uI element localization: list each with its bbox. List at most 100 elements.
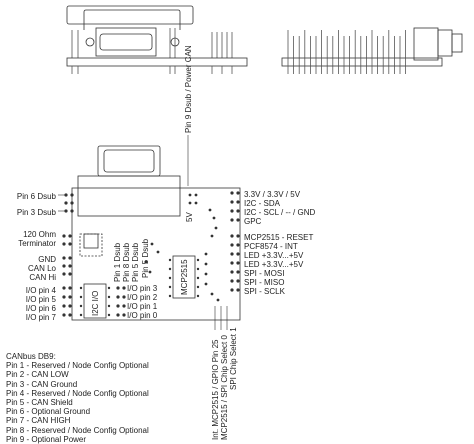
- pin-pad: [236, 234, 240, 238]
- pin-pad: [70, 193, 74, 197]
- pin-pad: [68, 304, 72, 308]
- pin-pad: [236, 218, 240, 222]
- pin-pad: [64, 201, 68, 205]
- leader-lines: [58, 135, 228, 330]
- label-pin6-dsub: Pin 6 Dsub: [16, 192, 56, 201]
- label-can-hi: CAN Hi: [29, 273, 56, 282]
- pin-pad: [216, 298, 220, 302]
- pin-pad: [196, 285, 200, 289]
- pin-dots: [62, 191, 240, 317]
- pin-pad: [107, 313, 111, 317]
- pin-pad: [62, 256, 66, 260]
- pin-pad: [148, 270, 152, 274]
- pin-pad: [196, 294, 200, 298]
- legend-line: Pin 1 - Reserved / Node Config Optional: [6, 361, 149, 371]
- label-io3: I/O pin 3: [127, 284, 158, 293]
- label-sclk: SPI - SCLK: [244, 287, 285, 296]
- pin-pad: [68, 264, 72, 268]
- pin-pad: [230, 270, 234, 274]
- label-pin9-power-can: Pin 9 Dsub / Power CAN: [184, 45, 193, 133]
- pin-pad: [208, 208, 212, 212]
- pin-pad: [79, 313, 83, 317]
- pin-pad: [62, 234, 66, 238]
- pin-pad: [122, 313, 126, 317]
- label-int-gpio25: Int. MCP2515 / GPIO Pin 25: [211, 339, 220, 441]
- pin-pad: [196, 276, 200, 280]
- label-io7: I/O pin 7: [25, 313, 56, 322]
- pin-pad: [230, 234, 234, 238]
- pin-pad: [107, 295, 111, 299]
- label-mcp2515-chip: MCP2515: [180, 259, 189, 295]
- pin-pad: [236, 261, 240, 265]
- label-io1: I/O pin 1: [127, 302, 158, 311]
- pin-pad: [194, 193, 198, 197]
- pin-pad: [168, 267, 172, 271]
- pin-pad: [230, 288, 234, 292]
- label-120-ohm: 120 Ohm: [23, 230, 56, 239]
- pin-pad: [230, 209, 234, 213]
- pin-pad: [236, 279, 240, 283]
- label-gpc: GPC: [244, 217, 262, 226]
- pin-pad: [212, 216, 216, 220]
- pin-pad: [188, 201, 192, 205]
- pin-pad: [168, 294, 172, 298]
- pin-pad: [62, 295, 66, 299]
- legend-line: Pin 7 - CAN HIGH: [6, 416, 71, 426]
- legend-line: Pin 2 - CAN LOW: [6, 370, 69, 380]
- label-io6: I/O pin 6: [25, 304, 56, 313]
- pin-pad: [188, 193, 192, 197]
- label-io2: I/O pin 2: [127, 293, 158, 302]
- label-pin3-dsub: Pin 3 Dsub: [16, 208, 56, 217]
- pin-pad: [70, 201, 74, 205]
- pin-pad: [230, 191, 234, 195]
- top-view: [71, 145, 241, 321]
- pin-pad: [150, 242, 154, 246]
- pin-pad: [144, 260, 148, 264]
- db9-legend: CANbus DB9: Pin 1 - Reserved / Node Conf…: [6, 352, 149, 444]
- pin-pad: [68, 256, 72, 260]
- legend-title: CANbus DB9:: [6, 352, 56, 361]
- pin-pad: [236, 200, 240, 204]
- pin-pad: [116, 295, 120, 299]
- pin-pad: [62, 242, 66, 246]
- pin-pad: [68, 272, 72, 276]
- label-can-lo: CAN Lo: [27, 264, 56, 273]
- legend-line: Pin 6 - Optional Ground: [6, 407, 91, 417]
- label-io5: I/O pin 5: [25, 295, 56, 304]
- pin-pad: [116, 304, 120, 308]
- pin-pad: [62, 264, 66, 268]
- label-gnd: GND: [38, 255, 56, 264]
- pin-pad: [68, 242, 72, 246]
- label-power: 3.3V / 3.3V / 5V: [244, 190, 301, 199]
- label-reset: MCP2515 - RESET: [244, 233, 314, 242]
- pin-pad: [230, 200, 234, 204]
- pin-pad: [122, 286, 126, 290]
- label-spi-cs0: MCP2515 / SPI Chip Select 0: [220, 335, 229, 440]
- pin-pad: [107, 304, 111, 308]
- pin-pad: [79, 295, 83, 299]
- pin-pad: [62, 272, 66, 276]
- pin-pad: [230, 279, 234, 283]
- pin-pad: [236, 209, 240, 213]
- pin-pad: [210, 234, 214, 238]
- legend-line: Pin 3 - CAN Ground: [6, 379, 78, 389]
- pin-pad: [230, 252, 234, 256]
- pin-pad: [210, 292, 214, 296]
- pin-pad: [236, 243, 240, 247]
- pin-pad: [168, 276, 172, 280]
- label-mosi: SPI - MOSI: [244, 269, 285, 278]
- pin-pad: [107, 286, 111, 290]
- label-pin8-dsub: Pin 8 Dsub: [122, 242, 131, 282]
- pin-pad: [62, 286, 66, 290]
- pin-pad: [62, 304, 66, 308]
- pin-pad: [230, 218, 234, 222]
- pin-pad: [68, 286, 72, 290]
- label-miso: SPI - MISO: [244, 278, 285, 287]
- pin-pad: [204, 282, 208, 286]
- legend-line: Pin 8 - Reserved / Node Config Optional: [6, 425, 149, 435]
- label-led2: LED +3.3V...+5V: [244, 260, 304, 269]
- pin-pad: [116, 313, 120, 317]
- label-led1: LED +3.3V...+5V: [244, 251, 304, 260]
- label-io4: I/O pin 4: [25, 286, 56, 295]
